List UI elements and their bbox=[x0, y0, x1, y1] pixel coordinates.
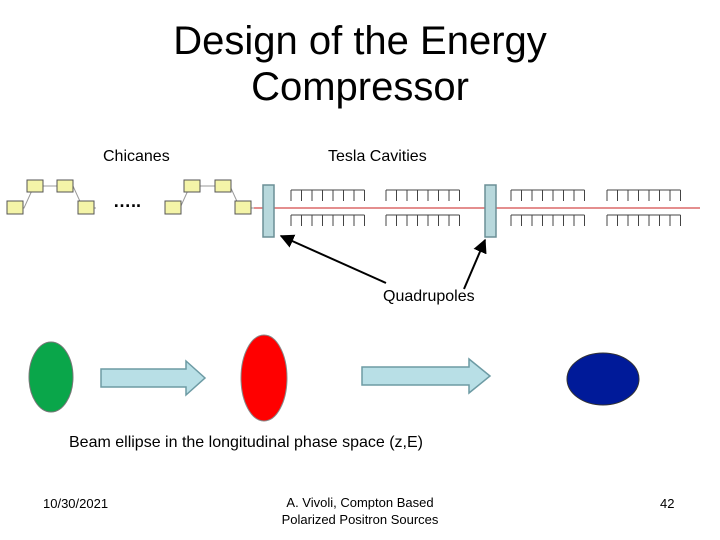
footer-author-line-2: Polarized Positron Sources bbox=[281, 512, 439, 527]
cavity-cells bbox=[290, 214, 365, 226]
footer-author: A. Vivoli, Compton Based Polarized Posit… bbox=[240, 494, 480, 528]
chicane-ellipsis: ….. bbox=[113, 191, 141, 211]
footer-author-line-1: A. Vivoli, Compton Based bbox=[286, 495, 434, 510]
chicane-magnet bbox=[6, 200, 24, 215]
cavity-cells bbox=[290, 189, 365, 201]
chicane-magnet bbox=[234, 200, 252, 215]
title-line-1: Design of the Energy bbox=[173, 19, 547, 63]
chicane-magnet bbox=[183, 179, 201, 193]
quadrupole-1 bbox=[262, 184, 275, 238]
chicane-magnet bbox=[214, 179, 232, 193]
beam-ellipse-green bbox=[28, 341, 74, 413]
tesla-cavity-module bbox=[290, 189, 365, 226]
chicane-magnet bbox=[56, 179, 74, 193]
quadrupoles-label: Quadrupoles bbox=[383, 288, 475, 305]
tesla-cavities-label: Tesla Cavities bbox=[328, 148, 427, 165]
tesla-cavity-module bbox=[510, 189, 585, 226]
cavity-cells bbox=[385, 189, 460, 201]
block-arrow-2 bbox=[361, 357, 492, 395]
beam-ellipse-blue bbox=[566, 352, 640, 406]
chicane-2 bbox=[164, 179, 254, 215]
chicane-1 bbox=[6, 179, 96, 215]
quadrupole-pointer-arrow-2 bbox=[463, 238, 487, 290]
cavity-cells bbox=[606, 214, 681, 226]
chicane-magnet bbox=[164, 200, 182, 215]
tesla-cavity-module bbox=[606, 189, 681, 226]
chicane-magnet bbox=[77, 200, 95, 215]
block-arrow-1 bbox=[100, 359, 207, 397]
page-number: 42 bbox=[660, 496, 675, 511]
chicanes-label: Chicanes bbox=[103, 148, 170, 165]
quadrupole-2 bbox=[484, 184, 497, 238]
quadrupole-pointer-arrow-1 bbox=[279, 234, 387, 284]
slide-title: Design of the Energy Compressor bbox=[0, 18, 720, 110]
chicane-magnet bbox=[26, 179, 44, 193]
beam-ellipse-red bbox=[240, 334, 288, 422]
cavity-cells bbox=[606, 189, 681, 201]
tesla-cavities bbox=[290, 189, 681, 226]
cavity-cells bbox=[385, 214, 460, 226]
cavity-cells bbox=[510, 214, 585, 226]
cavity-cells bbox=[510, 189, 585, 201]
footer-date: 10/30/2021 bbox=[43, 496, 109, 511]
phase-space-caption: Beam ellipse in the longitudinal phase s… bbox=[69, 434, 423, 451]
tesla-cavity-module bbox=[385, 189, 460, 226]
title-line-2: Compressor bbox=[251, 65, 469, 109]
